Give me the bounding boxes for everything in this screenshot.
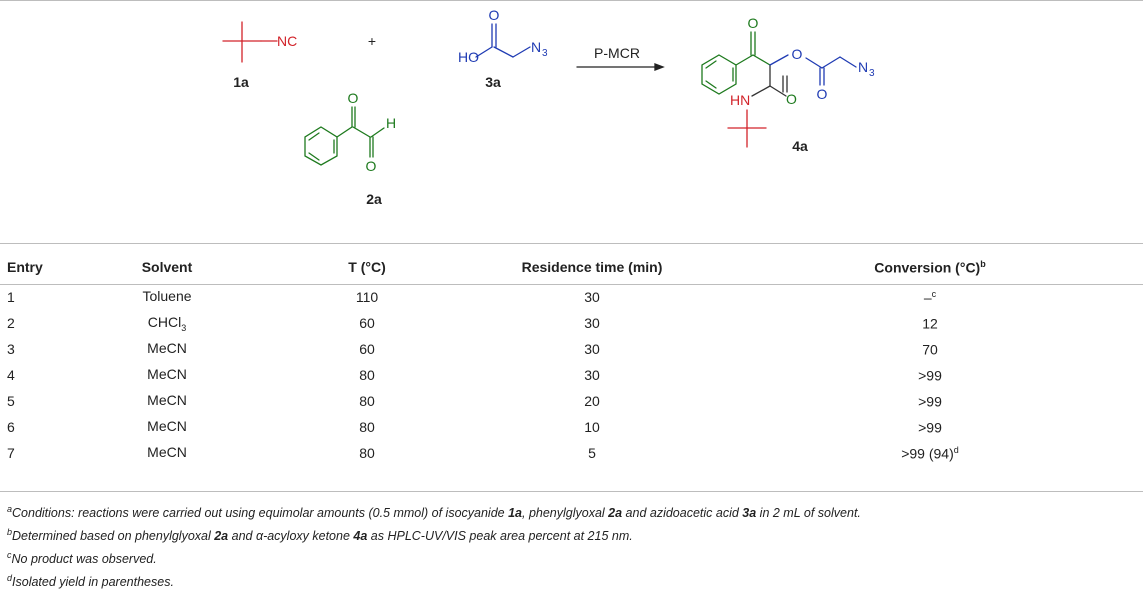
cell-residence-time: 10 [584, 419, 600, 435]
results-table: Entry Solvent T (°C) Residence time (min… [0, 250, 1143, 466]
cell-residence-time: 30 [584, 367, 600, 383]
header-temperature: T (°C) [348, 259, 386, 275]
cell-residence-time: 5 [588, 445, 596, 461]
cell-conversion: >99 [918, 367, 942, 384]
cell-conversion: –c [923, 288, 937, 306]
cell-solvent: CHCl3 [147, 313, 187, 333]
footnote-b: bDetermined based on phenylglyoxal 2a an… [7, 527, 633, 544]
cell-residence-time: 30 [584, 315, 600, 331]
cell-residence-time: 30 [584, 289, 600, 305]
table-row: 7 MeCN 80 5 >99 (94)d [0, 440, 1143, 466]
cell-conversion: >99 (94)d [901, 444, 959, 462]
table-footnotes: aConditions: reactions were carried out … [7, 500, 861, 593]
footnote-c: cNo product was observed. [7, 550, 157, 567]
cell-solvent: MeCN [147, 443, 187, 460]
cell-conversion: 70 [922, 341, 938, 358]
cell-temperature: 80 [359, 445, 375, 461]
table-header-row: Entry Solvent T (°C) Residence time (min… [0, 250, 1143, 284]
atom-n-subscript-3a: 3 [542, 48, 548, 59]
rule-table-top [0, 243, 1143, 244]
atom-o-carbonyl-ester: O [817, 86, 828, 102]
arrow-label: P-MCR [594, 45, 640, 61]
table-row: 5 MeCN 80 20 >99 [0, 388, 1143, 414]
cell-conversion: >99 [918, 393, 942, 410]
header-entry: Entry [7, 259, 43, 275]
atom-o-ester: O [792, 46, 803, 62]
atom-o-amide: O [786, 91, 797, 107]
plus-sign: + [368, 33, 376, 49]
cell-conversion: 12 [922, 315, 938, 332]
reagent-3a-structure [475, 23, 531, 58]
cell-solvent: Toluene [142, 287, 192, 304]
cell-temperature: 80 [359, 367, 375, 383]
atom-o-2a-bottom: O [366, 158, 377, 174]
cell-temperature: 80 [359, 393, 375, 409]
product-4a-structure [701, 31, 857, 148]
footnote-d: dIsolated yield in parentheses. [7, 573, 174, 590]
cell-entry: 1 [7, 289, 15, 305]
cell-entry: 7 [7, 445, 15, 461]
reagent-1a-structure [222, 21, 278, 63]
cell-temperature: 60 [359, 315, 375, 331]
compound-label-1a: 1a [233, 74, 249, 90]
reagent-2a-structure [304, 106, 385, 166]
cell-entry: 2 [7, 315, 15, 331]
atom-o-3a: O [489, 7, 500, 23]
cell-entry: 3 [7, 341, 15, 357]
cell-residence-time: 20 [584, 393, 600, 409]
table-row: 6 MeCN 80 10 >99 [0, 414, 1143, 440]
atom-o-2a-top: O [348, 90, 359, 106]
atom-ho-3a: HO [458, 49, 479, 65]
cell-temperature: 60 [359, 341, 375, 357]
cell-entry: 5 [7, 393, 15, 409]
reaction-scheme: NC 1a + O HO N 3 3a O H O 2a P-MCR O O O… [222, 7, 875, 207]
header-solvent: Solvent [141, 259, 193, 275]
atom-h-2a: H [386, 115, 396, 131]
cell-temperature: 80 [359, 419, 375, 435]
cell-entry: 6 [7, 419, 15, 435]
atom-n-3a: N [531, 39, 541, 55]
footnote-a: aConditions: reactions were carried out … [7, 504, 861, 521]
cell-solvent: MeCN [147, 391, 187, 408]
table-row: 1 Toluene 110 30 –c [0, 284, 1143, 310]
rule-table-bottom [0, 491, 1143, 492]
atom-n-subscript-product: 3 [869, 68, 875, 79]
cell-conversion: >99 [918, 419, 942, 436]
cell-entry: 4 [7, 367, 15, 383]
table-row: 3 MeCN 60 30 70 [0, 336, 1143, 362]
atom-hn-amide: HN [730, 92, 750, 108]
atom-o-ketone: O [748, 15, 759, 31]
rule-top [0, 0, 1143, 1]
cell-residence-time: 30 [584, 341, 600, 357]
cell-solvent: MeCN [147, 417, 187, 434]
compound-label-2a: 2a [366, 191, 382, 207]
header-conversion: Conversion (°C)b [874, 258, 986, 276]
table-row: 4 MeCN 80 30 >99 [0, 362, 1143, 388]
table-row: 2 CHCl3 60 30 12 [0, 310, 1143, 336]
isocyanide-group-label: NC [277, 33, 297, 49]
compound-label-4a: 4a [792, 138, 808, 154]
cell-solvent: MeCN [147, 339, 187, 356]
cell-temperature: 110 [355, 289, 379, 305]
reaction-arrow [576, 63, 665, 71]
header-residence-time: Residence time (min) [521, 259, 663, 275]
compound-label-3a: 3a [485, 74, 501, 90]
cell-solvent: MeCN [147, 365, 187, 382]
rule-header-bottom [0, 284, 1143, 285]
atom-n-product: N [858, 59, 868, 75]
